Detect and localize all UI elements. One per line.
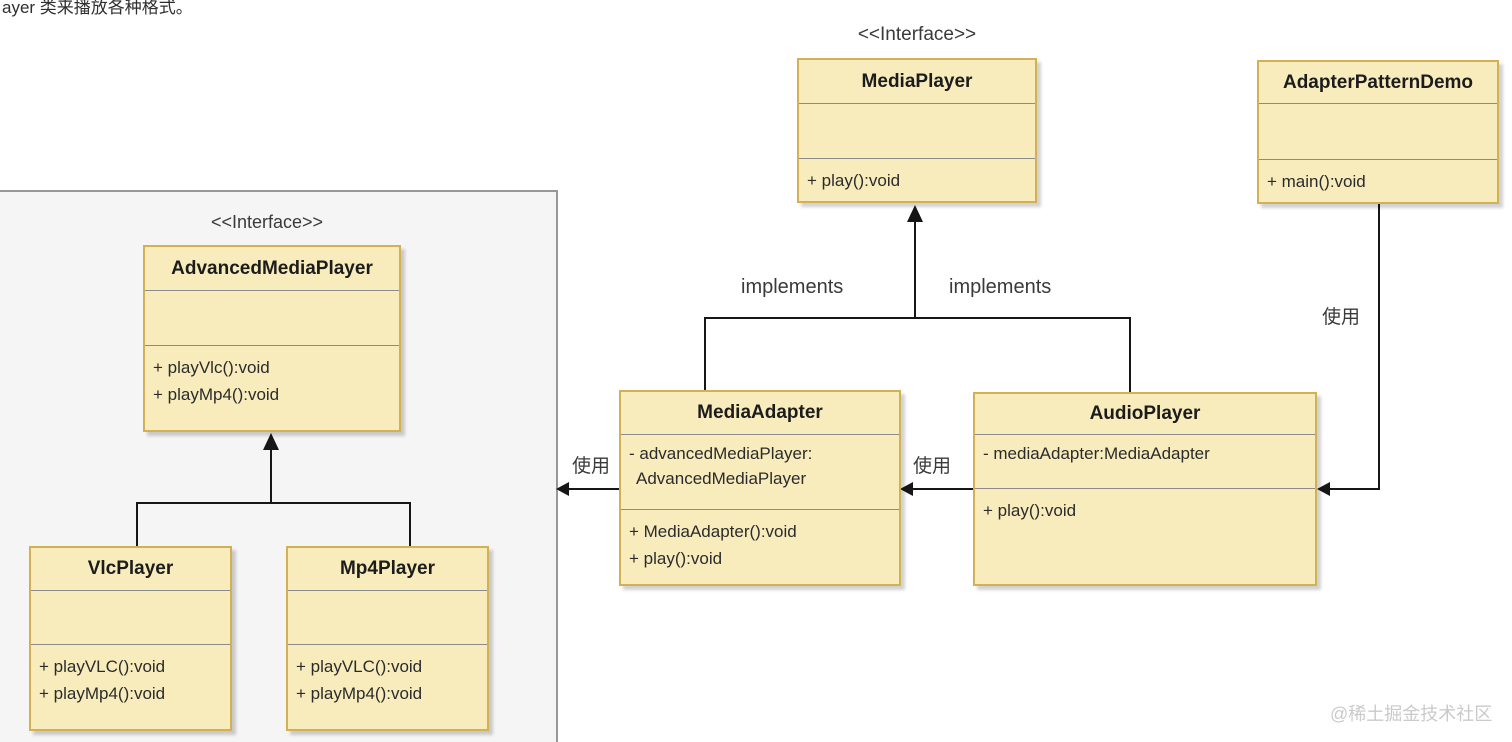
implements-connector-drop-mediaadapter <box>704 317 706 391</box>
class-methods: + playVLC():void + playMp4():void <box>31 645 230 729</box>
use-label-audioplayer: 使用 <box>913 456 952 477</box>
method-row: + playVlc():void <box>153 358 270 377</box>
method-row: + main():void <box>1267 172 1366 191</box>
method-row: + play():void <box>629 549 723 568</box>
class-methods: + MediaAdapter():void + play():void <box>621 510 899 584</box>
use-label-mediaadapter: 使用 <box>572 456 611 477</box>
class-methods: + playVlc():void + playMp4():void <box>145 346 399 430</box>
implements-connector-bus <box>704 317 1131 319</box>
attribute-row: - mediaAdapter:MediaAdapter <box>983 444 1210 463</box>
class-box-advancedmediaplayer: AdvancedMediaPlayer + playVlc():void + p… <box>143 245 401 432</box>
implements-arrowhead-icon <box>907 205 923 222</box>
class-title: AdapterPatternDemo <box>1259 62 1497 104</box>
attribute-row: - advancedMediaPlayer: <box>629 444 813 463</box>
method-row: + playMp4():void <box>296 684 423 703</box>
class-attributes <box>288 591 487 645</box>
inheritance-connector-drop-vlcplayer <box>136 502 138 547</box>
use-label-demo: 使用 <box>1322 307 1361 328</box>
inheritance-connector-drop-mp4player <box>409 502 411 547</box>
interface-stereotype-advancedmediaplayer: <<Interface>> <box>210 212 324 232</box>
method-row: + playVLC():void <box>296 657 423 676</box>
implements-connector-vertical <box>914 220 916 318</box>
method-row: + MediaAdapter():void <box>629 522 797 541</box>
inheritance-connector-vertical <box>270 449 272 503</box>
use-connector-demo-vertical <box>1378 204 1380 490</box>
class-title: Mp4Player <box>288 548 487 591</box>
class-attributes: - mediaAdapter:MediaAdapter <box>975 435 1315 489</box>
class-methods: + playVLC():void + playMp4():void <box>288 645 487 729</box>
class-box-vlcplayer: VlcPlayer + playVLC():void + playMp4():v… <box>29 546 232 731</box>
class-box-audioplayer: AudioPlayer - mediaAdapter:MediaAdapter … <box>973 392 1317 586</box>
use-arrowhead-audioplayer-icon <box>900 482 913 496</box>
class-attributes <box>31 591 230 645</box>
inheritance-connector-bus <box>136 502 411 504</box>
implements-label-left: implements <box>741 276 844 298</box>
interface-stereotype-mediaplayer: <<Interface>> <box>857 24 977 45</box>
method-row: + playVLC():void <box>39 657 166 676</box>
page-paragraph-text: ayer 类来播放各种格式。 <box>2 0 193 17</box>
class-attributes <box>145 291 399 346</box>
class-box-mediaadapter: MediaAdapter - advancedMediaPlayer: Adva… <box>619 390 901 586</box>
class-methods: + play():void <box>799 159 1035 201</box>
method-row: + playMp4():void <box>153 385 280 404</box>
inheritance-arrowhead-icon <box>263 433 279 450</box>
class-attributes: - advancedMediaPlayer: AdvancedMediaPlay… <box>621 435 899 510</box>
method-row: + play():void <box>983 501 1077 520</box>
class-box-mp4player: Mp4Player + playVLC():void + playMp4():v… <box>286 546 489 731</box>
use-arrowhead-demo-icon <box>1317 482 1330 496</box>
implements-connector-drop-audioplayer <box>1129 317 1131 393</box>
watermark-text: @稀土掘金技术社区 <box>1330 704 1493 724</box>
implements-label-right: implements <box>949 276 1052 298</box>
method-row: + playMp4():void <box>39 684 166 703</box>
method-row: + play():void <box>807 171 901 190</box>
use-arrowhead-mediaadapter-icon <box>556 482 569 496</box>
class-methods: + main():void <box>1259 160 1497 202</box>
class-methods: + play():void <box>975 489 1315 584</box>
class-title: AdvancedMediaPlayer <box>145 247 399 291</box>
class-attributes <box>1259 104 1497 160</box>
class-title: MediaPlayer <box>799 60 1035 104</box>
use-connector-mediaadapter <box>568 488 620 490</box>
class-title: VlcPlayer <box>31 548 230 591</box>
use-connector-audioplayer <box>912 488 974 490</box>
class-title: MediaAdapter <box>621 392 899 435</box>
use-connector-demo-horizontal <box>1330 488 1380 490</box>
attribute-row-wrap: AdvancedMediaPlayer <box>636 469 807 488</box>
class-box-mediaplayer: MediaPlayer + play():void <box>797 58 1037 203</box>
class-title: AudioPlayer <box>975 394 1315 435</box>
class-box-adapterpatterndemo: AdapterPatternDemo + main():void <box>1257 60 1499 204</box>
class-attributes <box>799 104 1035 159</box>
